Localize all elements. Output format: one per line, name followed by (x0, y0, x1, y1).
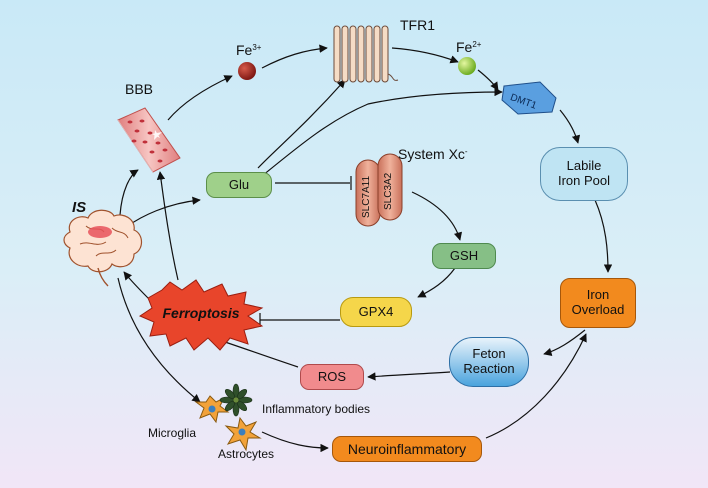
inflammatory-bodies-label: Inflammatory bodies (262, 402, 371, 416)
arrow-bbb-to-fe3 (167, 75, 233, 121)
arrow-glu-to-dmt1 (261, 87, 503, 177)
bbb-label: BBB (125, 81, 154, 97)
labile-text-line2: Iron Pool (557, 173, 611, 188)
arrow-feton-to-ros (367, 371, 451, 381)
tfr1-receptor-icon (333, 25, 399, 83)
gsh-node: GSH (432, 243, 496, 269)
ferroptosis-node: Ferroptosis (152, 302, 250, 324)
feton-reaction-node: Feton Reaction (449, 337, 529, 387)
system-xc-charge: - (464, 147, 468, 156)
arrow-glia-to-neuroinflammatory (261, 431, 329, 453)
system-xc-label: System Xc- (398, 147, 468, 161)
fe2-label: Fe2+ (456, 40, 481, 54)
fe2-text: Fe (456, 39, 473, 55)
fe2-charge: 2+ (472, 40, 482, 49)
ros-node: ROS (300, 364, 364, 390)
arrow-labile-to-iron-overload (594, 199, 613, 273)
neuroinflammatory-text: Neuroinflammatory (347, 440, 467, 457)
arrow-dmt1-to-labile (559, 109, 581, 144)
bbb-vessel-icon (117, 107, 181, 173)
slc7a11-label: SLC7A11 (361, 175, 372, 218)
fe3-charge: 3+ (252, 43, 262, 52)
astrocyte-cell-icon (224, 416, 262, 452)
microglia-label: Microglia (148, 426, 197, 440)
gpx4-text: GPX4 (358, 303, 394, 319)
ferroptosis-burst-shape (138, 279, 264, 351)
brain-icon (63, 209, 143, 287)
fe3-ion-icon (238, 62, 256, 80)
arrow-fe3-to-tfr1 (261, 44, 328, 69)
tfr1-label: TFR1 (400, 17, 435, 33)
labile-iron-pool-node: Labile Iron Pool (540, 147, 628, 201)
fe3-text: Fe (236, 42, 253, 58)
astrocytes-label: Astrocytes (218, 447, 275, 461)
labile-text-line1: Labile (566, 158, 602, 174)
arrow-is-to-bbb (119, 169, 139, 216)
fe2-ion-icon (458, 57, 476, 75)
arrow-gsh-to-gpx4 (417, 267, 456, 298)
gpx4-node: GPX4 (340, 297, 412, 327)
neuroinflammatory-node: Neuroinflammatory (332, 436, 482, 462)
feton-text-line1: Feton (472, 346, 506, 362)
arrow-tfr1-to-fe2 (391, 47, 459, 64)
arrow-ferroptosis-to-is (123, 271, 151, 301)
glu-node: Glu (206, 172, 272, 198)
inflammatory-bodies-icon (219, 383, 253, 417)
system-xc-transporter-icon (355, 153, 403, 227)
dmt1-transporter-icon (501, 81, 557, 115)
iron-overload-node: Iron Overload (560, 278, 636, 328)
ferroptosis-text: Ferroptosis (162, 304, 240, 321)
arrow-iron-overload-to-feton (543, 329, 586, 356)
slc3a2-label: SLC3A2 (383, 172, 394, 210)
arrow-glu-to-tfr1 (257, 79, 346, 169)
arrow-is-to-microglia (117, 277, 201, 403)
system-xc-text: System Xc (398, 146, 465, 162)
iron-overload-text-line1: Iron (586, 287, 610, 303)
glu-text: Glu (228, 176, 250, 192)
is-label: IS (72, 199, 87, 216)
gsh-text: GSH (449, 247, 479, 263)
ros-text: ROS (317, 368, 347, 384)
fe3-label: Fe3+ (236, 43, 261, 57)
arrow-neuroinflammatory-to-iron-overload (485, 333, 587, 439)
iron-overload-text-line2: Overload (571, 302, 625, 317)
feton-text-line2: Reaction (463, 361, 515, 376)
arrow-ferroptosis-to-bbb (156, 171, 179, 281)
arrow-system-xc-to-gsh (411, 191, 463, 241)
